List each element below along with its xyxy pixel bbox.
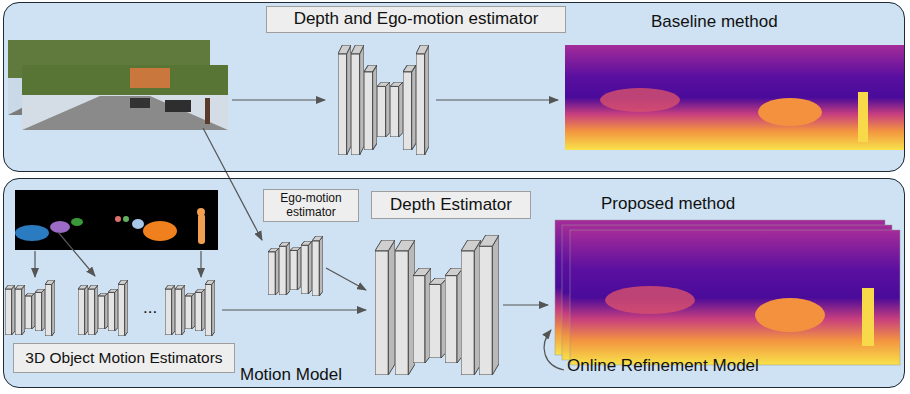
illustration-part <box>3 178 905 388</box>
illustration-part <box>232 99 325 100</box>
road-photo <box>8 40 228 130</box>
label-box: Depth Estimator <box>371 191 531 219</box>
illustration-part <box>377 82 390 137</box>
flow-arrows <box>35 100 564 370</box>
illustration-part <box>364 65 377 150</box>
illustration-part <box>5 280 55 336</box>
illustration-part <box>605 286 695 314</box>
illustration-part <box>416 45 429 155</box>
illustration-part <box>3 2 905 172</box>
illustration-part <box>403 65 416 150</box>
illustration-part <box>479 235 499 375</box>
illustration-part <box>279 242 290 295</box>
panel-heading: Motion Model <box>240 365 342 385</box>
label-box: Depth and Ego-motion estimator <box>266 6 566 33</box>
illustration-part <box>203 128 262 240</box>
illustration-part <box>565 45 905 150</box>
illustration-part <box>15 225 49 241</box>
illustration-part <box>22 65 228 130</box>
illustration-part <box>338 45 351 155</box>
illustration-part <box>429 278 447 358</box>
illustration-part <box>132 219 144 229</box>
illustration-part <box>600 88 680 112</box>
illustration-part <box>71 218 83 226</box>
illustration-part <box>326 268 366 290</box>
illustration-part <box>22 65 228 95</box>
free-label: Online Refinement Model <box>567 356 759 376</box>
illustration-part <box>78 280 128 336</box>
segmentation-image <box>15 190 218 250</box>
section-panel: Baseline method Depth and Ego-motion esti… <box>3 2 905 172</box>
illustration-part <box>200 251 201 277</box>
illustration-part <box>862 288 874 346</box>
box-label: 3D Object Motion Estimators <box>25 349 222 366</box>
illustration-part <box>858 92 868 142</box>
box-label: Depth Estimator <box>390 196 512 215</box>
label-box: 3D Object Motion Estimators <box>13 343 235 373</box>
illustration-part <box>544 330 564 370</box>
illustration-part <box>312 236 323 296</box>
illustration-part <box>351 45 364 155</box>
illustration-part <box>115 216 121 222</box>
illustration-part <box>445 268 463 363</box>
section-panel: Proposed methodMotion Model Ego-motion es… <box>3 178 905 388</box>
illustration-part <box>58 232 95 276</box>
free-label: ... <box>143 298 157 318</box>
illustration-part <box>375 240 395 375</box>
illustration-part <box>222 309 366 310</box>
illustration-part <box>570 230 900 365</box>
illustration-part <box>755 298 825 332</box>
illustration-part <box>413 268 431 363</box>
illustration-part <box>461 240 481 375</box>
illustration-part <box>268 248 279 295</box>
depth-map <box>555 45 905 365</box>
illustration-part <box>198 214 205 244</box>
box-label: Ego-motion estimator <box>269 192 353 218</box>
illustration-part <box>436 99 558 100</box>
label-box: Ego-motion estimator <box>263 189 359 222</box>
illustration-part <box>130 98 150 108</box>
illustration-part <box>165 100 191 112</box>
illustration-part <box>758 98 822 126</box>
illustration-part <box>50 221 70 233</box>
illustration-part <box>34 251 35 277</box>
illustration-part <box>290 247 301 290</box>
illustration-part <box>197 208 205 216</box>
box-label: Depth and Ego-motion estimator <box>294 10 539 29</box>
illustration-part <box>130 68 170 88</box>
illustration-part <box>165 280 215 336</box>
illustration-part <box>205 98 210 124</box>
illustration-part <box>390 82 403 137</box>
panel-heading: Proposed method <box>601 194 735 214</box>
illustration-part <box>22 96 228 130</box>
illustration-part <box>395 240 415 375</box>
illustration-part <box>15 190 218 250</box>
illustration-part <box>301 241 312 294</box>
illustration-part <box>143 221 177 241</box>
panel-heading: Baseline method <box>651 12 778 32</box>
illustration-part <box>503 304 548 305</box>
illustration-part <box>123 216 129 222</box>
